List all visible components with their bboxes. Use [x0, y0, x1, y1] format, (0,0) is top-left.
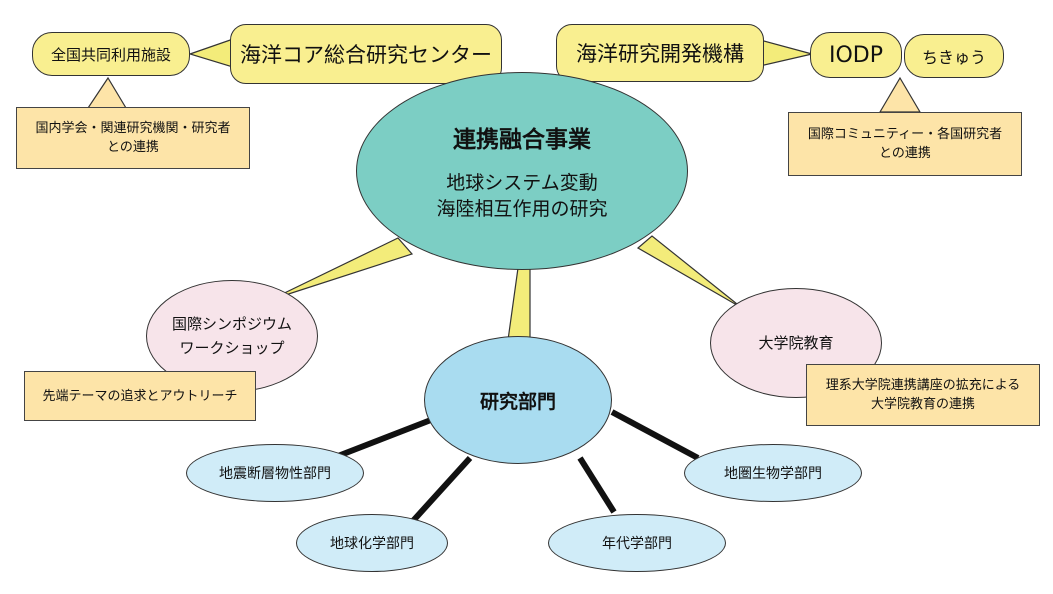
research-connector — [507, 267, 531, 341]
symposium-note-text: 先端テーマの追求とアウトリーチ — [42, 388, 238, 404]
graduate-label: 大学院教育 — [758, 334, 834, 352]
domestic-note: 国内学会・関連研究機関・研究者 との連携 — [16, 107, 250, 169]
dept-chronology: 年代学部門 — [548, 514, 726, 572]
iodp-label: IODP — [828, 42, 883, 68]
research-ellipse: 研究部門 — [424, 336, 612, 464]
agency-connector — [759, 39, 813, 67]
international-note-text: 国際コミュニティー・各国研究者 との連携 — [807, 127, 1003, 161]
symposium-note: 先端テーマの追求とアウトリーチ — [24, 371, 256, 421]
dept-seismic: 地震断層物性部門 — [186, 444, 364, 502]
symposium-connector — [269, 237, 414, 301]
research-label: 研究部門 — [479, 390, 556, 413]
agency-label: 海洋研究開発機構 — [576, 42, 744, 66]
dept-geobio: 地圏生物学部門 — [684, 444, 862, 502]
symposium-label: 国際シンポジウム ワークショップ — [171, 315, 292, 357]
dept-chronology-label: 年代学部門 — [602, 536, 672, 552]
international-note: 国際コミュニティー・各国研究者 との連携 — [788, 112, 1022, 176]
dept-geochem: 地球化学部門 — [296, 514, 448, 572]
dept-seismic-label: 地震断層物性部門 — [219, 466, 331, 482]
right-note-pointer — [878, 76, 922, 113]
center-title: 連携融合事業 — [453, 127, 591, 153]
left-note-pointer — [86, 76, 128, 109]
dept-line-3 — [577, 456, 617, 514]
chikyu-pill: ちきゅう — [904, 34, 1004, 78]
center-name-pill: 海洋コア総合研究センター — [230, 24, 502, 84]
facility-label: 全国共同利用施設 — [50, 45, 171, 64]
graduate-note: 理系大学院連携講座の拡充による 大学院教育の連携 — [806, 364, 1040, 426]
dept-geochem-label: 地球化学部門 — [330, 536, 414, 552]
graduate-connector — [636, 235, 743, 309]
facility-pill: 全国共同利用施設 — [32, 32, 190, 76]
agency-pill: 海洋研究開発機構 — [556, 24, 764, 82]
domestic-note-text: 国内学会・関連研究機関・研究者 との連携 — [35, 121, 231, 155]
dept-geobio-label: 地圏生物学部門 — [724, 466, 822, 482]
dept-line-2 — [409, 455, 473, 525]
dept-line-1 — [336, 415, 438, 459]
iodp-pill: IODP — [810, 32, 902, 78]
center-subtitle: 地球システム変動 海陸相互作用の研究 — [436, 172, 608, 220]
chikyu-label: ちきゅう — [921, 48, 986, 67]
dept-line-4 — [610, 409, 700, 461]
graduate-note-text: 理系大学院連携講座の拡充による 大学院教育の連携 — [825, 378, 1021, 412]
center-name-label: 海洋コア総合研究センター — [240, 43, 492, 67]
center-ellipse: 連携融合事業 地球システム変動 海陸相互作用の研究 — [356, 72, 688, 270]
